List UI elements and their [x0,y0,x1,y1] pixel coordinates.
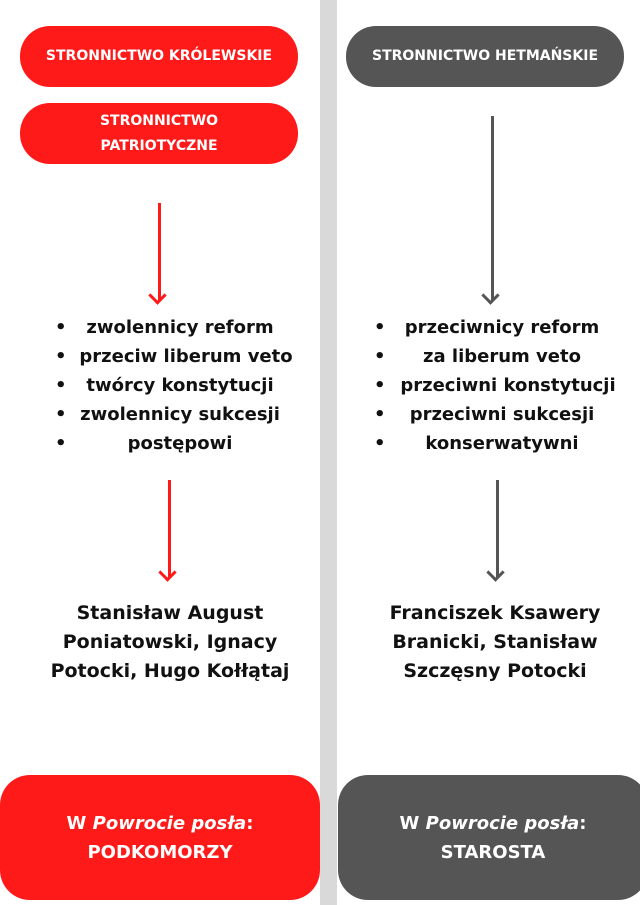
list-item: •postępowi [55,433,233,454]
patriotic-party-title: STRONNICTWO PATRIOTYCZNE [99,112,219,154]
list-item: •przeciw liberum veto [55,346,293,367]
list-item: •konserwatywni [374,433,579,454]
royal-character-box: W Powrocie posła: PODKOMORZY [0,775,320,900]
hetman-leaders: Franciszek Ksawery Branicki, Stanisław S… [389,602,601,682]
hetman-party-title: STRONNICTWO HETMAŃSKIE [371,48,599,64]
royal-leaders: Stanisław August Poniatowski, Ignacy Pot… [50,602,290,682]
royal-features-list: •zwolennicy reform •przeciw liberum veto… [55,313,305,458]
royal-party-title: STRONNICTWO KRÓLEWSKIE [45,48,273,64]
arrow-down-icon [496,480,499,577]
arrow-down-icon [491,116,494,300]
hetman-features-list: •przeciwnicy reform •za liberum veto •pr… [374,313,630,458]
hetman-character-box: W Powrocie posła: STAROSTA [338,775,640,900]
list-item: •za liberum veto [374,346,581,367]
list-item: •przeciwnicy reform [374,317,600,338]
arrow-down-icon [158,203,161,300]
patriotic-party-label: STRONNICTWO PATRIOTYCZNE [20,103,298,164]
list-item: •zwolennicy sukcesji [55,404,280,425]
list-item: •twórcy konstytucji [55,375,274,396]
list-item: •zwolennicy reform [55,317,274,338]
hetman-character-role: STAROSTA [440,841,546,863]
list-item: •przeciwni sukcesji [374,404,595,425]
royal-party-label: STRONNICTWO KRÓLEWSKIE [20,26,298,87]
royal-character-role: PODKOMORZY [87,841,233,863]
arrow-down-icon [168,480,171,577]
hetman-party-label: STRONNICTWO HETMAŃSKIE [346,26,624,87]
column-divider [320,0,337,905]
list-item: •przeciwni konstytucji [374,375,616,396]
